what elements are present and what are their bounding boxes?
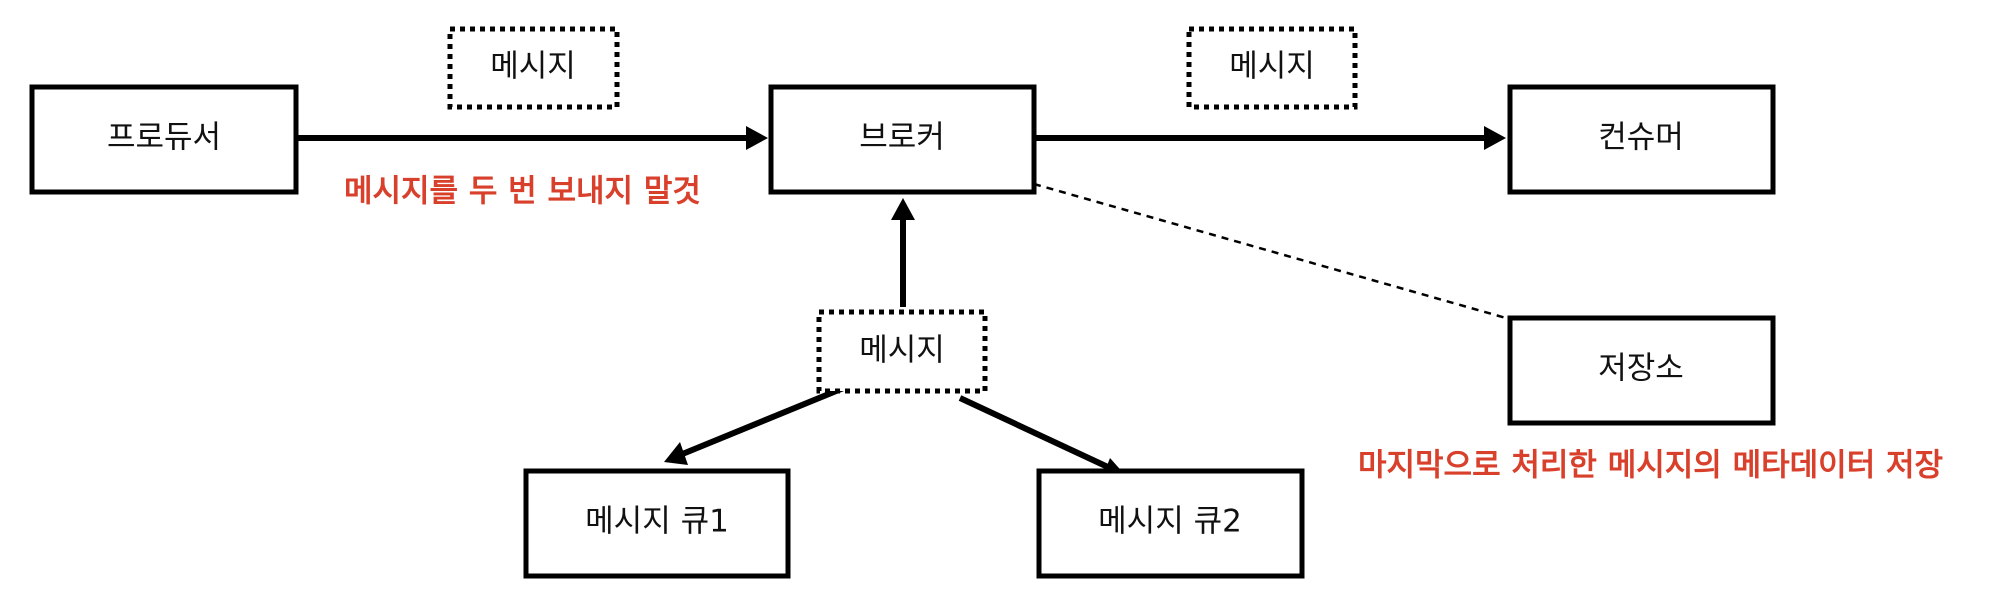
broker-label: 브로커 xyxy=(859,120,945,156)
producer-box xyxy=(29,84,299,195)
producer-note: 메시지를 두 번 보내지 말것 xyxy=(344,174,701,210)
consumer-label: 컨슈머 xyxy=(1598,120,1684,156)
message-dotted-box xyxy=(1186,26,1358,110)
broker-to-storage-dashed-line xyxy=(1033,182,1507,320)
storage-box xyxy=(1507,315,1776,426)
message-box-producer-broker: 메시지 xyxy=(447,26,620,110)
queue2-box xyxy=(1036,468,1305,579)
message-to-queue1-arrow xyxy=(678,384,848,458)
storage-label: 저장소 xyxy=(1598,351,1684,387)
message-to-queue1-arrowhead xyxy=(664,442,688,465)
queue2-label: 메시지 큐2 xyxy=(1098,504,1242,540)
broker-to-consumer-arrowhead xyxy=(1484,126,1506,150)
producer-label: 프로듀서 xyxy=(107,120,221,156)
queue1-node: 메시지 큐1 xyxy=(523,468,791,579)
message-dotted-box xyxy=(816,309,988,394)
message-box-queues-broker: 메시지 xyxy=(816,309,988,394)
message-label: 메시지 xyxy=(859,333,945,369)
storage-note: 마지막으로 처리한 메시지의 메타데이터 저장 xyxy=(1358,448,1943,484)
message-label: 메시지 xyxy=(1229,49,1315,85)
queue1-label: 메시지 큐1 xyxy=(585,504,729,540)
consumer-node: 컨슈머 xyxy=(1507,84,1776,195)
producer-node: 프로듀서 xyxy=(29,84,299,195)
queue1-box xyxy=(523,468,791,579)
storage-node: 저장소 xyxy=(1507,315,1776,426)
queue2-node: 메시지 큐2 xyxy=(1036,468,1305,579)
message-label: 메시지 xyxy=(490,49,576,85)
message-dotted-box xyxy=(447,26,620,110)
broker-box xyxy=(768,84,1037,195)
message-to-queue2-arrow xyxy=(958,395,1112,471)
broker-node: 브로커 xyxy=(768,84,1037,195)
consumer-box xyxy=(1507,84,1776,195)
message-to-broker-arrowhead xyxy=(891,198,915,220)
producer-to-broker-arrowhead xyxy=(746,126,768,150)
message-box-broker-consumer: 메시지 xyxy=(1186,26,1358,110)
